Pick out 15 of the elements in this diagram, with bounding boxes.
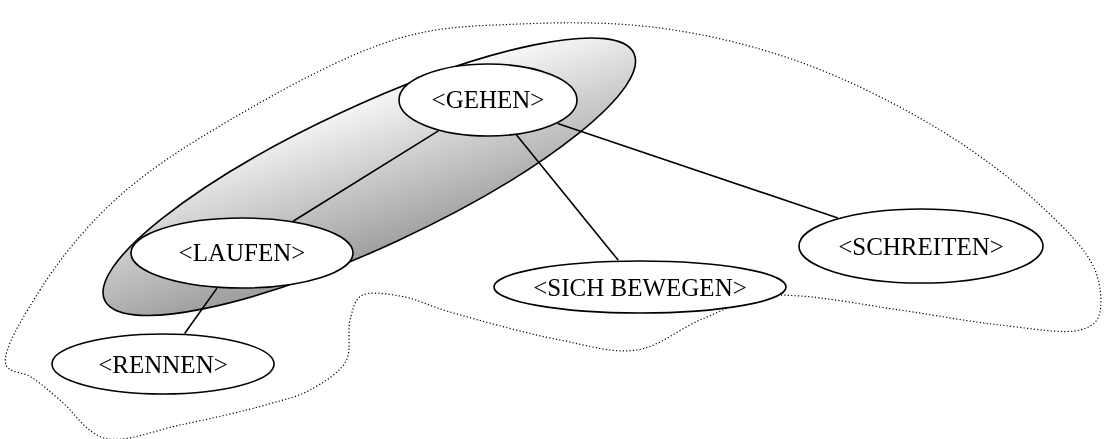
dotted-region bbox=[4, 24, 1104, 439]
connector-line bbox=[515, 134, 620, 262]
node-label: <SCHREITEN> bbox=[838, 233, 1004, 259]
connector-line bbox=[183, 287, 218, 335]
node-label: <SICH BEWEGEN> bbox=[533, 274, 747, 300]
ellipse-node bbox=[493, 260, 787, 314]
node-label: <GEHEN> bbox=[431, 87, 545, 113]
ellipse-node bbox=[398, 63, 578, 137]
ellipse-node bbox=[130, 217, 354, 289]
node-label: <LAUFEN> bbox=[178, 240, 306, 266]
ellipse-node bbox=[798, 208, 1044, 284]
ellipse-node bbox=[51, 333, 275, 395]
connector-line bbox=[556, 122, 839, 219]
node-label: <RENNEN> bbox=[98, 351, 228, 377]
connector-line bbox=[292, 130, 440, 222]
